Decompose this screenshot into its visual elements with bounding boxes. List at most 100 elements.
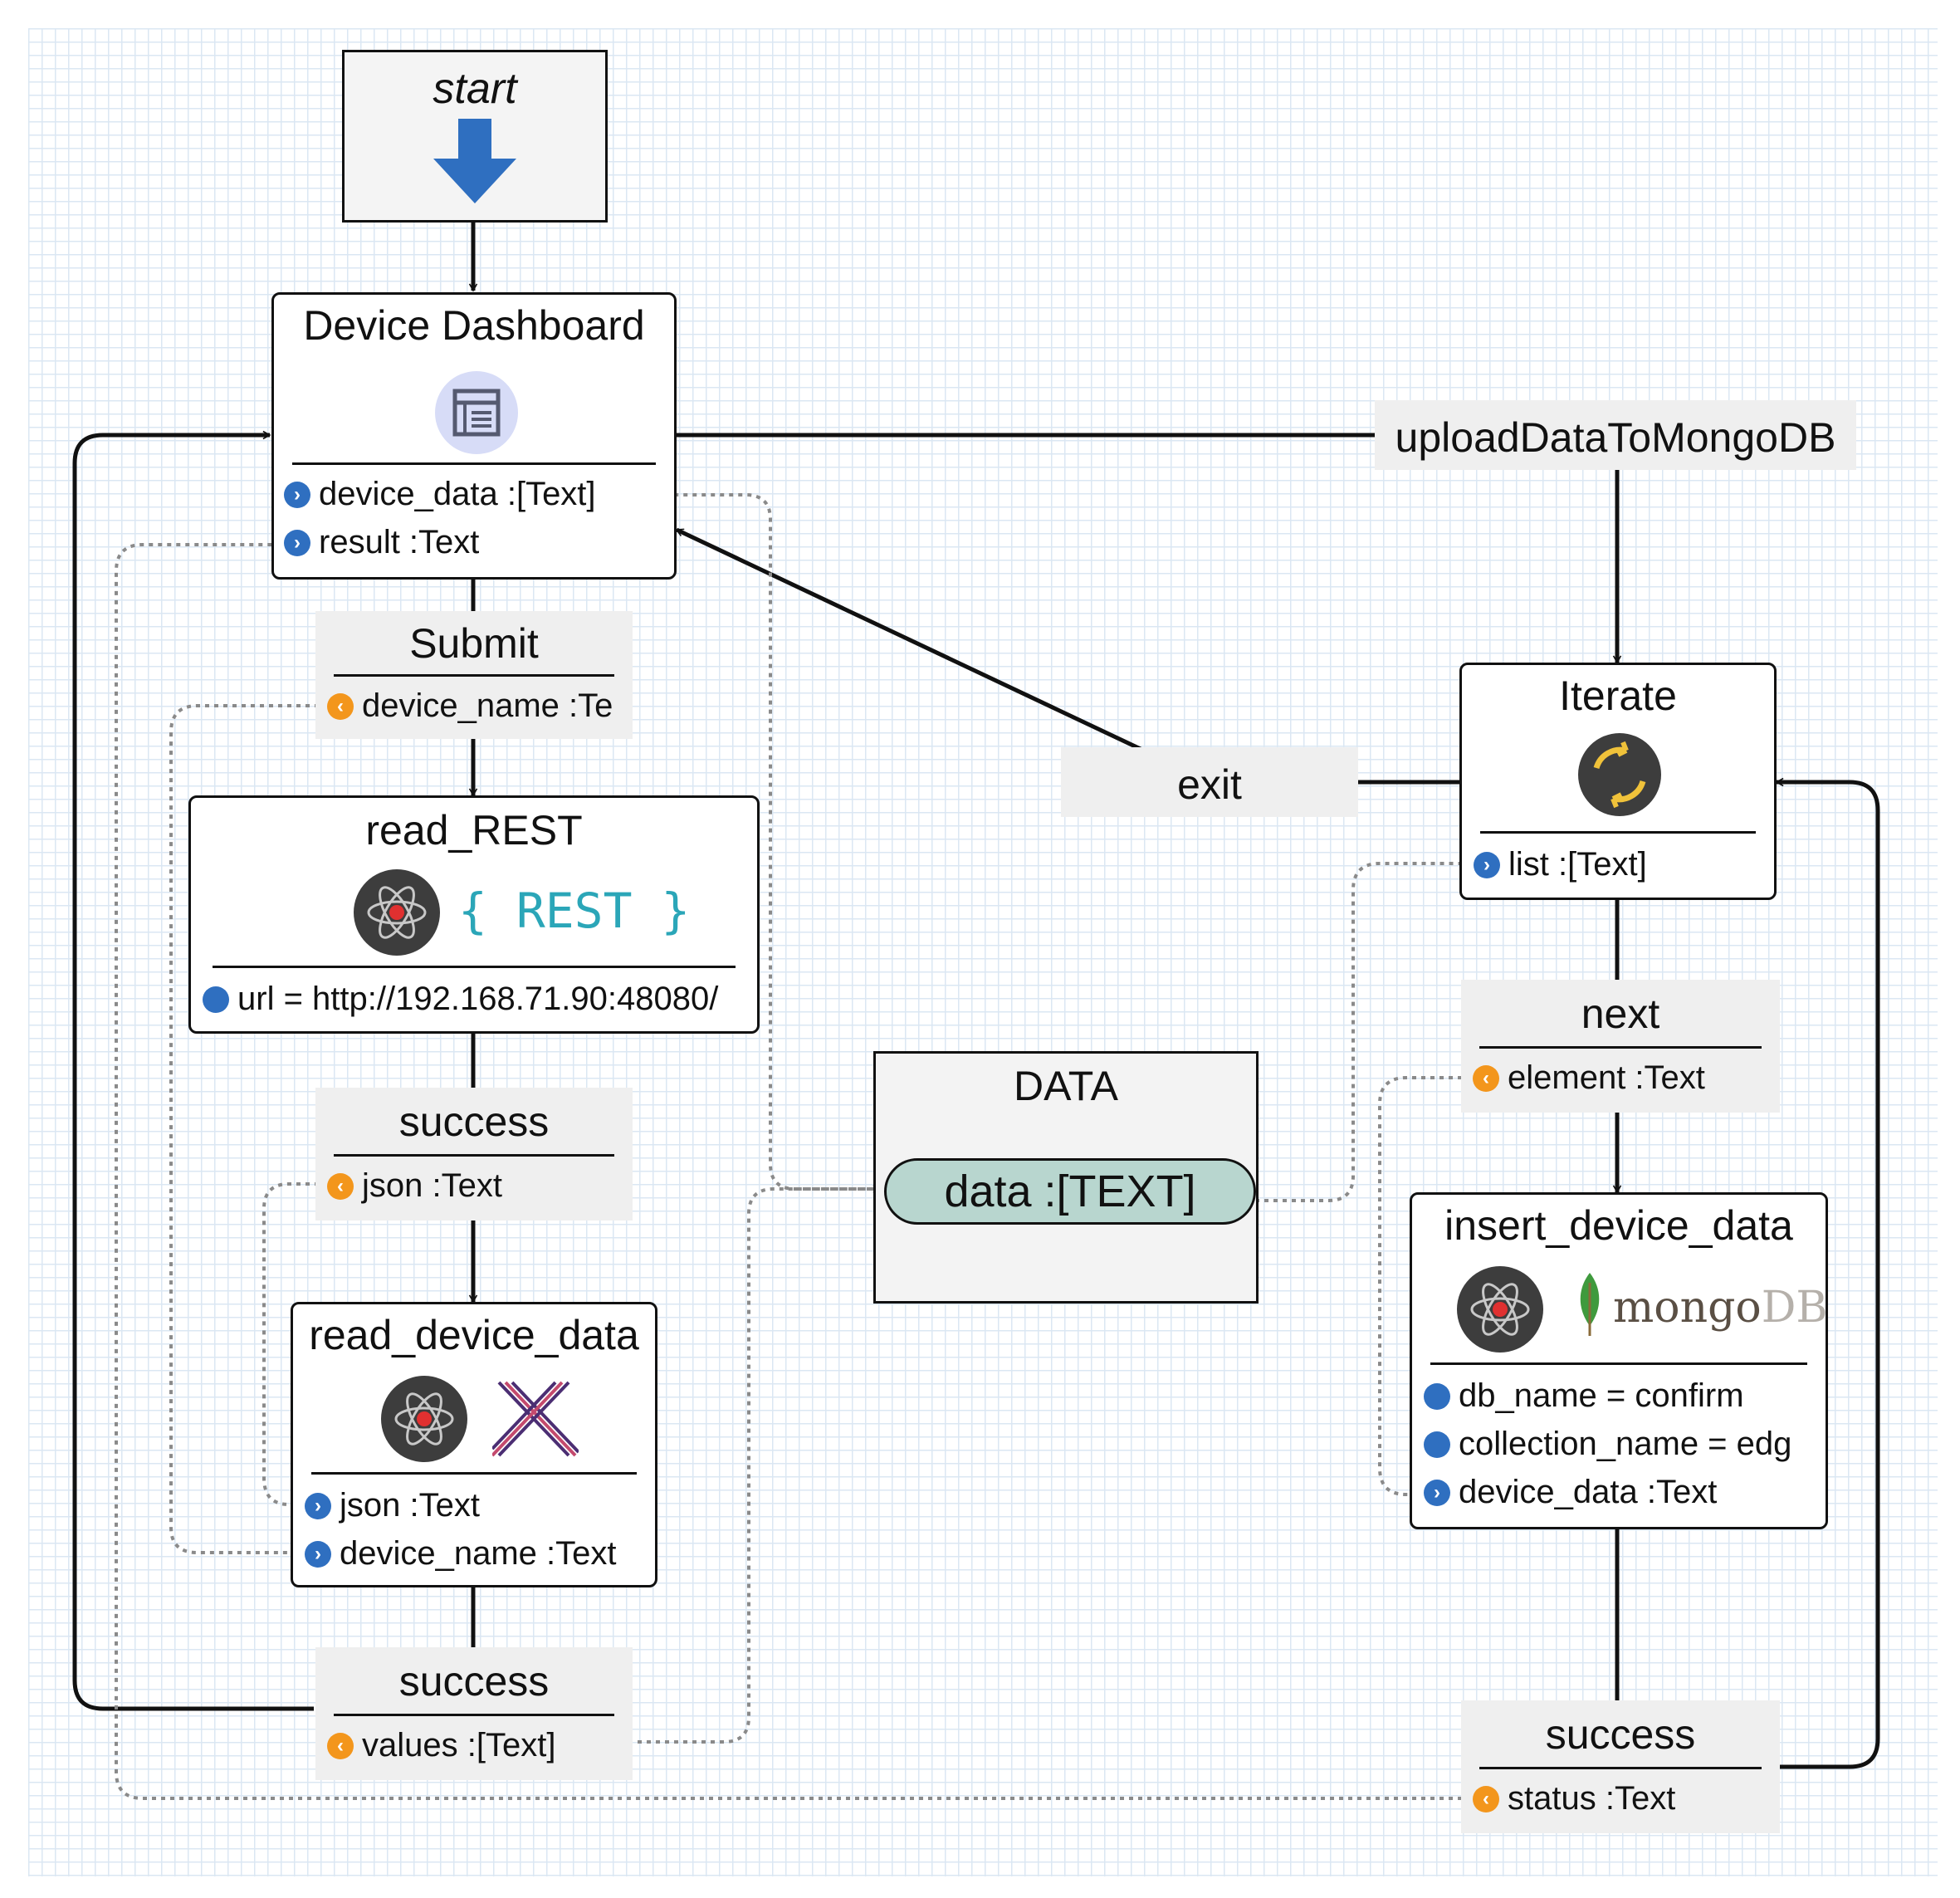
dataflow-submit-device-name — [169, 704, 328, 1558]
output-port-json[interactable]: ‹ json :Text — [327, 1167, 502, 1205]
port-label: status :Text — [1508, 1780, 1676, 1817]
transition-label: success — [398, 1658, 550, 1705]
property-db-name[interactable]: db_name = confirm — [1424, 1377, 1826, 1415]
input-port-icon: › — [1474, 851, 1500, 878]
transition-separator — [1479, 1767, 1762, 1769]
transition-label: success — [1545, 1711, 1696, 1758]
transition-separator — [1479, 1046, 1762, 1049]
start-label: start — [433, 65, 517, 113]
port-label: list :[Text] — [1508, 846, 1647, 883]
property-icon — [203, 986, 229, 1013]
transition-label: success — [398, 1098, 550, 1145]
atom-icon — [354, 869, 440, 956]
property-icon — [1424, 1382, 1450, 1410]
transition-label: exit — [1177, 761, 1242, 808]
transition-read-success[interactable]: success ‹ values :[Text] — [315, 1647, 633, 1780]
transition-separator — [334, 674, 614, 677]
loop-icon — [1578, 733, 1661, 816]
transition-exit[interactable]: exit — [1061, 747, 1358, 817]
output-port-element[interactable]: ‹ element :Text — [1473, 1059, 1705, 1097]
node-title: read_REST — [365, 807, 583, 854]
port-result[interactable]: › result :Text — [284, 524, 479, 561]
transition-separator — [334, 1714, 614, 1716]
data-store[interactable]: DATA data :[TEXT] — [873, 1051, 1259, 1304]
input-port-icon: › — [1424, 1479, 1450, 1506]
form-icon — [435, 371, 518, 454]
port-json[interactable]: › json :Text — [305, 1487, 480, 1524]
dataflow-status-to-result — [115, 540, 1471, 1800]
node-separator — [1430, 1362, 1807, 1365]
transition-label: uploadDataToMongoDB — [1395, 414, 1836, 461]
port-label: device_name :Te — [362, 687, 613, 724]
data-store-title: DATA — [1014, 1063, 1118, 1109]
dataflow-data-to-dashboard — [662, 490, 880, 1191]
port-label: device_data :[Text] — [319, 476, 596, 512]
transition-rest-success[interactable]: success ‹ json :Text — [315, 1088, 633, 1220]
node-title: insert_device_data — [1444, 1202, 1793, 1249]
mongodb-logo: mongoDB — [1613, 1283, 1828, 1333]
input-port-icon: › — [284, 481, 310, 508]
property-label: collection_name = edg — [1459, 1426, 1792, 1462]
dataflow-element-to-insert — [1378, 1076, 1471, 1499]
input-port-icon: › — [284, 529, 310, 556]
node-separator — [1480, 831, 1756, 834]
property-collection-name[interactable]: collection_name = edg — [1424, 1426, 1826, 1463]
flow-exit-to-dashboard — [675, 527, 1146, 753]
device-dashboard-node[interactable]: Device Dashboard › device_data :[Text] ›… — [271, 292, 677, 580]
port-list[interactable]: › list :[Text] — [1474, 846, 1647, 883]
dataflow-data-to-iterate-list — [1255, 859, 1469, 1202]
transition-label: Submit — [409, 620, 539, 667]
transition-insert-success[interactable]: success ‹ status :Text — [1461, 1700, 1780, 1833]
transition-submit[interactable]: Submit ‹ device_name :Te — [315, 611, 633, 739]
read-device-data-node[interactable]: read_device_data › json :Text › device_n… — [291, 1302, 657, 1587]
mongodb-logo-suffix: DB — [1761, 1283, 1828, 1333]
property-icon — [1424, 1431, 1450, 1458]
start-node[interactable]: start — [342, 50, 608, 223]
atom-icon — [1457, 1266, 1543, 1353]
atom-icon — [381, 1376, 467, 1462]
transition-separator — [334, 1154, 614, 1157]
transition-next[interactable]: next ‹ element :Text — [1461, 980, 1780, 1113]
dataflow-rest-json — [262, 1182, 328, 1509]
transition-label: next — [1581, 991, 1660, 1037]
port-label: values :[Text] — [362, 1727, 556, 1763]
output-port-icon: ‹ — [327, 1172, 354, 1200]
input-port-icon: › — [305, 1540, 331, 1568]
node-separator — [213, 966, 736, 968]
port-label: device_data :Text — [1459, 1474, 1718, 1510]
property-label: url = http://192.168.71.90:48080/ — [237, 981, 719, 1017]
port-label: result :Text — [319, 524, 480, 560]
port-device-name[interactable]: › device_name :Text — [305, 1535, 617, 1573]
output-port-device-name[interactable]: ‹ device_name :Te — [327, 687, 631, 725]
property-url[interactable]: url = http://192.168.71.90:48080/ — [203, 981, 750, 1018]
port-device-data[interactable]: › device_data :Text — [1424, 1474, 1717, 1511]
property-label: db_name = confirm — [1459, 1377, 1744, 1414]
xquery-x-icon — [492, 1381, 579, 1457]
insert-device-data-node[interactable]: insert_device_data mongoDB db_name = con… — [1410, 1192, 1828, 1529]
output-port-icon: ‹ — [327, 1732, 354, 1759]
port-label: device_name :Text — [340, 1535, 617, 1572]
node-title: Iterate — [1559, 673, 1677, 719]
transition-upload-data-to-mongodb[interactable]: uploadDataToMongoDB — [1375, 400, 1856, 470]
port-device-data[interactable]: › device_data :[Text] — [284, 476, 596, 513]
input-port-icon: › — [305, 1492, 331, 1519]
port-label: json :Text — [362, 1167, 502, 1204]
output-port-status[interactable]: ‹ status :Text — [1473, 1780, 1675, 1817]
data-variable[interactable]: data :[TEXT] — [884, 1158, 1256, 1225]
port-label: element :Text — [1508, 1059, 1705, 1096]
node-separator — [292, 462, 656, 465]
output-port-icon: ‹ — [1473, 1064, 1499, 1092]
mongodb-logo-text: mongo — [1613, 1283, 1762, 1333]
flow-success-back-to-dashboard — [72, 430, 314, 1711]
output-port-values[interactable]: ‹ values :[Text] — [327, 1727, 555, 1764]
iterate-node[interactable]: Iterate › list :[Text] — [1459, 663, 1777, 900]
mongodb-leaf-icon — [1580, 1273, 1600, 1336]
down-arrow-icon — [433, 119, 516, 203]
flow-success-back-to-iterate — [1775, 777, 1880, 1769]
dataflow-values-to-data — [619, 1184, 882, 1744]
read-rest-node[interactable]: read_REST { REST } url = http://192.168.… — [188, 795, 760, 1034]
rest-logo: { REST } — [458, 883, 691, 939]
node-title: Device Dashboard — [303, 302, 645, 349]
output-port-icon: ‹ — [1473, 1785, 1499, 1812]
